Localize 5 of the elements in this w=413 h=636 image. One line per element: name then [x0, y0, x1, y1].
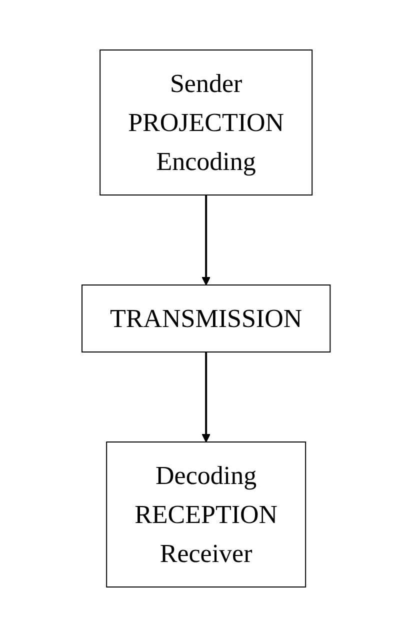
- node-box: Sender PROJECTION Encoding: [100, 49, 313, 195]
- node-box: TRANSMISSION: [82, 284, 332, 352]
- node-box: Decoding RECEPTION Receiver: [106, 441, 306, 587]
- arrow: [202, 194, 211, 285]
- arrow: [202, 352, 211, 442]
